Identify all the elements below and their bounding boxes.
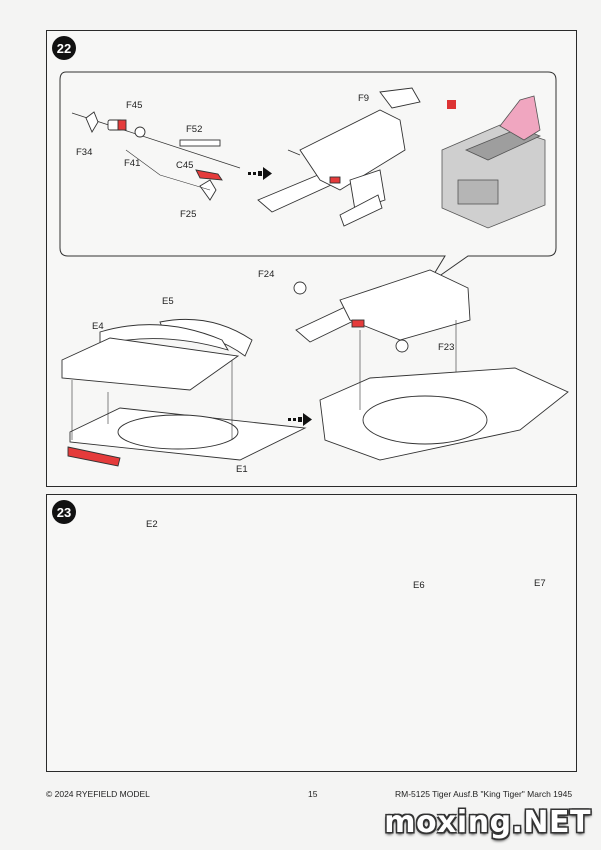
detail-callout-bubble (59, 71, 557, 285)
part-label-e6: E6 (413, 580, 425, 591)
turret-floor-assembly (293, 269, 569, 461)
footer-page-number: 15 (308, 789, 318, 799)
part-label-f25: F25 (180, 209, 197, 220)
step-arrow (248, 167, 272, 180)
part-label-e1: E1 (236, 464, 248, 475)
part-label-f24: F24 (258, 269, 275, 280)
step-23-panel: 23 (46, 494, 577, 772)
part-label-f34: F34 (76, 147, 93, 158)
part-label-e5: E5 (162, 296, 174, 307)
part-label-e2: E2 (146, 519, 158, 530)
step-number-badge: 23 (52, 500, 76, 524)
step-arrow (288, 413, 312, 426)
part-label-e7: E7 (534, 578, 546, 589)
part-label-e4: E4 (92, 321, 104, 332)
part-label-f41: F41 (124, 158, 141, 169)
detail-render (441, 95, 546, 229)
part-label-f23: F23 (438, 342, 455, 353)
part-label-f9: F9 (358, 93, 370, 104)
turret-ring-parts (61, 318, 307, 467)
part-label-f45: F45 (126, 100, 143, 111)
part-label-c45: C45 (176, 160, 194, 171)
gun-breech-assembly (257, 87, 421, 227)
watermark: moxing.NET (384, 805, 591, 840)
gun-sight-parts (71, 111, 241, 201)
footer-product: RM-5125 Tiger Ausf.B "King Tiger" March … (395, 789, 573, 799)
footer-copyright: © 2024 RYEFIELD MODEL (46, 789, 150, 799)
part-label-f52: F52 (186, 124, 203, 135)
step-number-badge: 22 (52, 36, 76, 60)
